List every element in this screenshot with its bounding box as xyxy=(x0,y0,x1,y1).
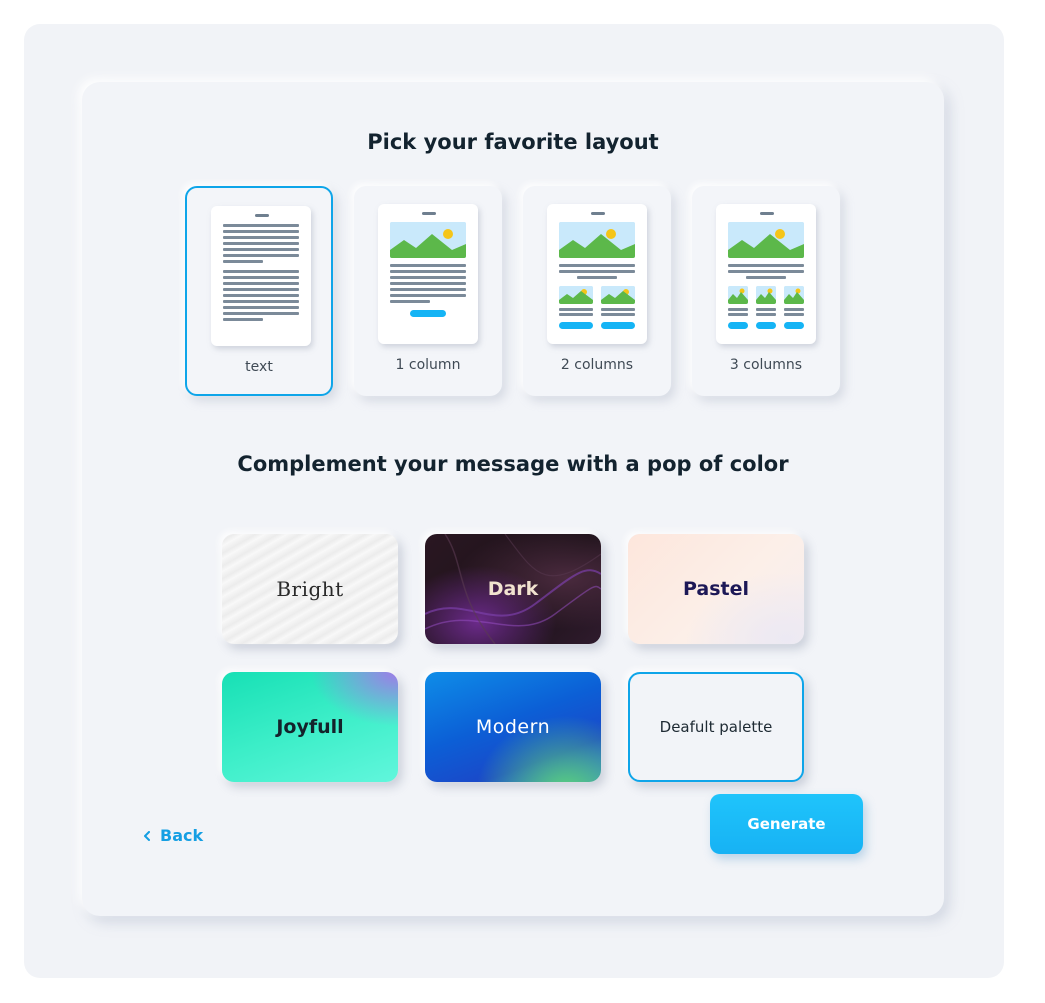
image-placeholder-icon xyxy=(559,222,635,258)
color-option-modern[interactable]: Modern xyxy=(425,672,601,782)
color-option-pastel[interactable]: Pastel xyxy=(628,534,804,644)
color-option-label: Deafult palette xyxy=(659,718,773,736)
image-placeholder-icon xyxy=(756,286,776,304)
layout-option-text[interactable]: text xyxy=(185,186,333,396)
app-frame: Pick your favorite layout xyxy=(24,24,1004,978)
color-option-dark[interactable]: Dark xyxy=(425,534,601,644)
layout-option-label: 1 column xyxy=(395,357,461,373)
color-option-label: Joyfull xyxy=(276,716,344,738)
text-layout-preview xyxy=(211,206,311,346)
image-placeholder-icon xyxy=(601,286,635,304)
layout-option-label: text xyxy=(245,359,273,375)
generate-button[interactable]: Generate xyxy=(710,794,863,854)
color-option-label: Dark xyxy=(487,578,539,600)
swirl-decoration xyxy=(425,534,601,644)
two-column-layout-preview xyxy=(547,204,647,344)
three-column-layout-preview xyxy=(716,204,816,344)
image-placeholder-icon xyxy=(390,222,466,258)
layout-option-label: 2 columns xyxy=(560,357,634,373)
image-placeholder-icon xyxy=(728,222,804,258)
image-placeholder-icon xyxy=(784,286,804,304)
chevron-left-icon xyxy=(144,830,150,841)
color-options: Bright Dark Pastel Joyfull Modern xyxy=(222,534,807,784)
wizard-panel: Pick your favorite layout xyxy=(82,82,944,916)
back-button[interactable]: Back xyxy=(142,826,203,845)
one-column-layout-preview xyxy=(378,204,478,344)
color-option-label: Pastel xyxy=(682,578,750,600)
layout-option-1-column[interactable]: 1 column xyxy=(354,186,502,396)
color-option-joyfull[interactable]: Joyfull xyxy=(222,672,398,782)
layout-options: text 1 column xyxy=(185,186,841,396)
color-option-bright[interactable]: Bright xyxy=(222,534,398,644)
color-option-default-palette[interactable]: Deafult palette xyxy=(628,672,804,782)
image-placeholder-icon xyxy=(559,286,593,304)
color-option-label: Modern xyxy=(475,716,551,738)
layout-section-title: Pick your favorite layout xyxy=(367,130,659,154)
layout-option-label: 3 columns xyxy=(729,357,803,373)
image-placeholder-icon xyxy=(728,286,748,304)
layout-option-2-columns[interactable]: 2 columns xyxy=(523,186,671,396)
color-section-title: Complement your message with a pop of co… xyxy=(237,452,789,476)
color-option-label: Bright xyxy=(276,577,344,601)
layout-option-3-columns[interactable]: 3 columns xyxy=(692,186,840,396)
back-label: Back xyxy=(160,826,204,845)
